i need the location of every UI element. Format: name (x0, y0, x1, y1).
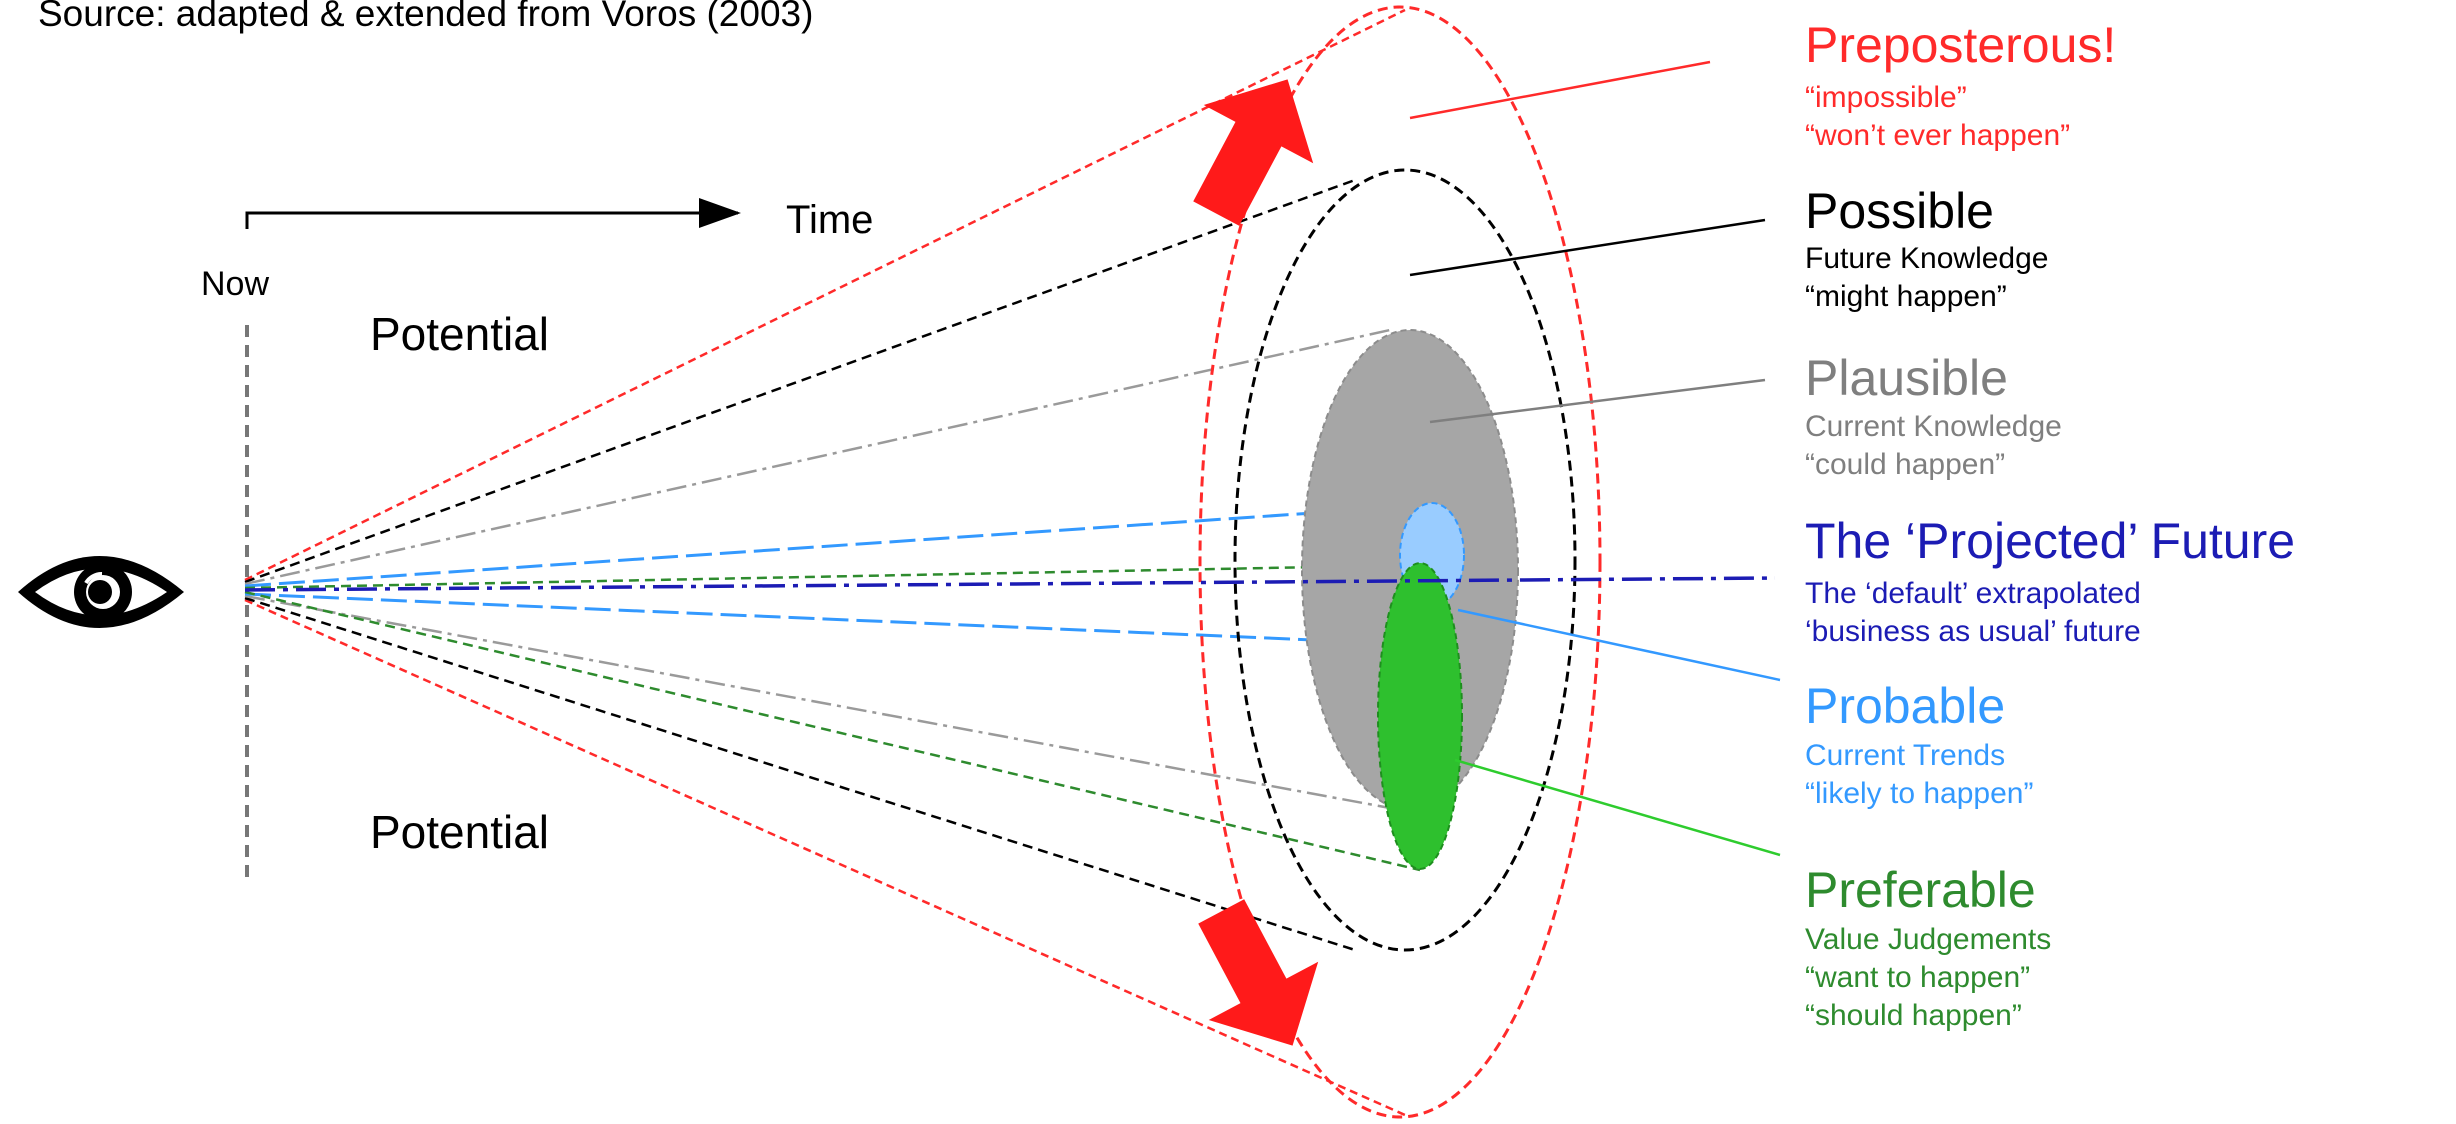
time-axis-arrow (245, 198, 741, 229)
potential-label-lower: Potential (370, 806, 549, 858)
projected-title: The ‘Projected’ Future (1805, 513, 2295, 569)
probable-leader (1457, 608, 1781, 682)
plausible-ray-upper (244, 328, 1391, 586)
eye-icon (18, 556, 184, 628)
preposterous-ray-upper (244, 8, 1406, 582)
label-possible: Possible Future Knowledge “might happen” (1805, 183, 2049, 313)
probable-line-2: “likely to happen” (1805, 777, 2033, 810)
expand-arrow-down-icon (1198, 899, 1319, 1046)
label-preferable: Preferable Value Judgements “want to hap… (1805, 862, 2051, 1032)
plausible-title: Plausible (1805, 350, 2008, 406)
preposterous-ray-lower (244, 598, 1406, 1117)
preferable-line-3: “should happen” (1805, 999, 2022, 1032)
possible-leader (1409, 218, 1766, 277)
probable-title: Probable (1805, 678, 2005, 734)
possible-ray-upper (244, 178, 1356, 584)
label-plausible: Plausible Current Knowledge “could happe… (1805, 350, 2062, 481)
expand-arrow-up-icon (1193, 79, 1314, 226)
cone-rays (244, 8, 1431, 1117)
projected-future-line (244, 576, 1776, 592)
label-projected: The ‘Projected’ Future The ‘default’ ext… (1805, 513, 2295, 648)
possible-title: Possible (1805, 183, 1994, 239)
preferable-line-2: “want to happen” (1805, 961, 2030, 994)
projected-line-1: The ‘default’ extrapolated (1805, 577, 2141, 610)
potential-label-upper: Potential (370, 308, 549, 360)
preposterous-line-1: “impossible” (1805, 81, 1967, 114)
plausible-leader (1429, 378, 1766, 424)
preferable-leader (1454, 758, 1781, 857)
plausible-ray-lower (244, 594, 1391, 810)
preposterous-leader (1409, 60, 1711, 120)
plausible-line-2: “could happen” (1805, 448, 2005, 481)
probable-ray-upper (244, 503, 1431, 588)
probable-line-1: Current Trends (1805, 739, 2005, 772)
possible-line-1: Future Knowledge (1805, 242, 2049, 275)
possible-ray-lower (244, 596, 1356, 952)
possible-line-2: “might happen” (1805, 280, 2007, 313)
preposterous-line-2: “won’t ever happen” (1805, 119, 2070, 152)
preposterous-title: Preposterous! (1805, 17, 2116, 73)
label-preposterous: Preposterous! “impossible” “won’t ever h… (1805, 17, 2116, 152)
projected-line-2: ‘business as usual’ future (1805, 615, 2141, 648)
preferable-ray-upper (244, 563, 1421, 590)
now-label: Now (201, 265, 269, 303)
preposterous-ellipse (1198, 5, 1602, 1119)
plausible-line-1: Current Knowledge (1805, 410, 2062, 443)
leader-lines (1409, 60, 1781, 857)
preferable-title: Preferable (1805, 862, 2036, 918)
preferable-line-1: Value Judgements (1805, 923, 2051, 956)
source-note: Source: adapted & extended from Voros (2… (38, 0, 813, 34)
time-label: Time (786, 198, 873, 242)
preferable-ray-lower (244, 590, 1421, 872)
label-probable: Probable Current Trends “likely to happe… (1805, 678, 2033, 810)
preferable-ellipse (1377, 562, 1463, 870)
probable-ray-lower (244, 592, 1431, 647)
possible-ellipse (1233, 168, 1577, 952)
